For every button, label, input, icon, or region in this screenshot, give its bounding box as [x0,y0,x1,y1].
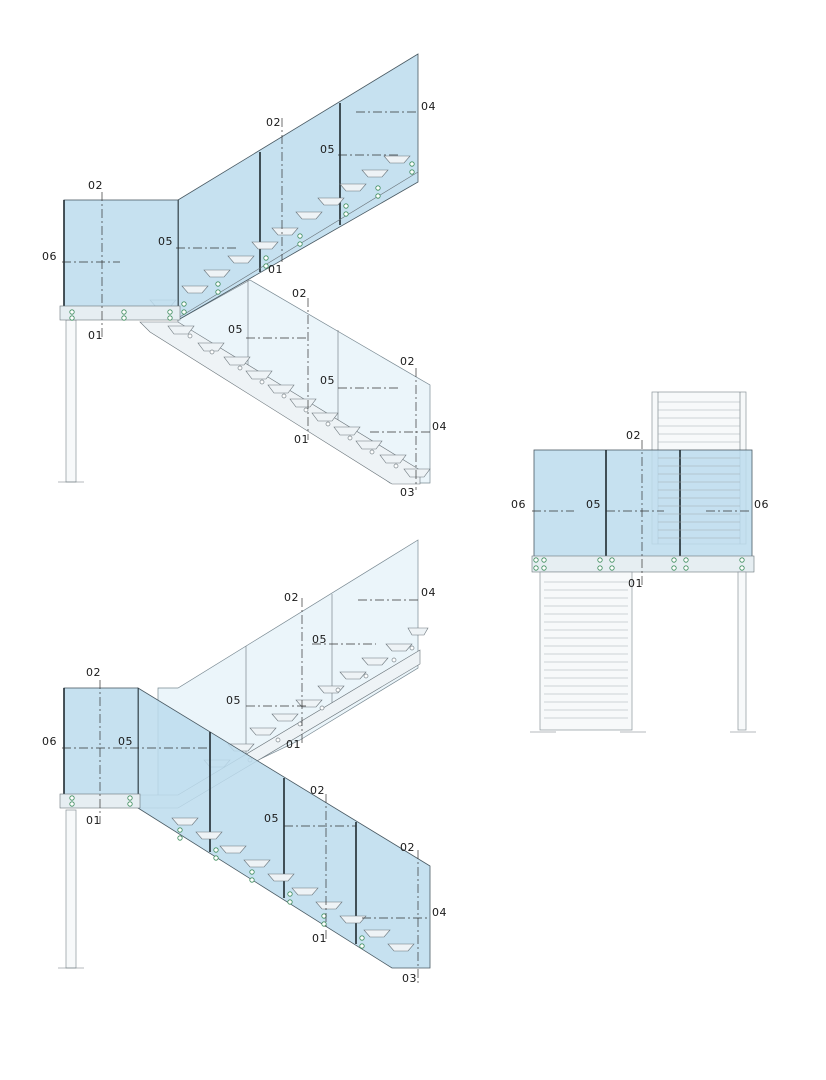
callout-02: 02 [626,429,641,442]
rungs-through-glass [658,457,740,539]
callout-04: 04 [432,420,447,433]
callout-01: 01 [86,814,101,827]
view-lower-stair: 02 06 05 01 02 04 05 05 01 02 05 02 04 0… [42,539,447,986]
callout-04: 04 [421,100,436,113]
callout-01: 01 [286,738,301,751]
callout-02: 02 [284,591,299,604]
support-column [65,809,77,969]
callout-05: 05 [226,694,241,707]
callout-05: 05 [320,374,335,387]
rungs-lower [544,581,628,719]
treads-lower-flight [171,817,415,952]
callout-02: 02 [400,355,415,368]
callout-06: 06 [511,498,526,511]
glass-panel-lower-flight [177,279,431,484]
callout-05: 05 [320,143,335,156]
glass-panel-landing [63,199,179,311]
callout-04: 04 [432,906,447,919]
bolts-upper [181,161,415,315]
bolts-elevation [533,557,745,571]
callout-02: 02 [86,666,101,679]
bolts-lower-flight [177,827,365,949]
callout-01: 01 [628,577,643,590]
support-column [65,319,77,483]
view-elevation: 02 06 05 06 01 [511,391,769,733]
callout-01: 01 [88,329,103,342]
callout-05: 05 [264,812,279,825]
callout-03: 03 [400,486,415,499]
callout-01: 01 [268,263,283,276]
callout-04: 04 [421,586,436,599]
callout-06: 06 [42,735,57,748]
callout-06: 06 [42,250,57,263]
callout-05: 05 [118,735,133,748]
callout-05: 05 [586,498,601,511]
callout-02: 02 [400,841,415,854]
glass-panel-elevation [533,449,753,559]
callout-01: 01 [294,433,309,446]
callout-02: 02 [292,287,307,300]
callout-05: 05 [312,633,327,646]
support-column [737,571,747,731]
view-upper-stair: 02 06 01 05 02 05 04 01 02 05 02 05 04 0… [42,53,447,499]
callout-05: 05 [228,323,243,336]
callout-02: 02 [88,179,103,192]
callout-01: 01 [312,932,327,945]
glass-panel-landing [63,687,139,797]
stringer-lower [139,321,421,485]
flight-lower-rungs [539,571,633,731]
bolts-lower [187,333,399,469]
callout-06: 06 [754,498,769,511]
callout-03: 03 [402,972,417,985]
rungs-upper [658,401,740,443]
callout-02: 02 [266,116,281,129]
glass-panel-upper-flight [177,53,419,321]
callout-02: 02 [310,784,325,797]
callout-05: 05 [158,235,173,248]
treads-lower [167,325,431,478]
